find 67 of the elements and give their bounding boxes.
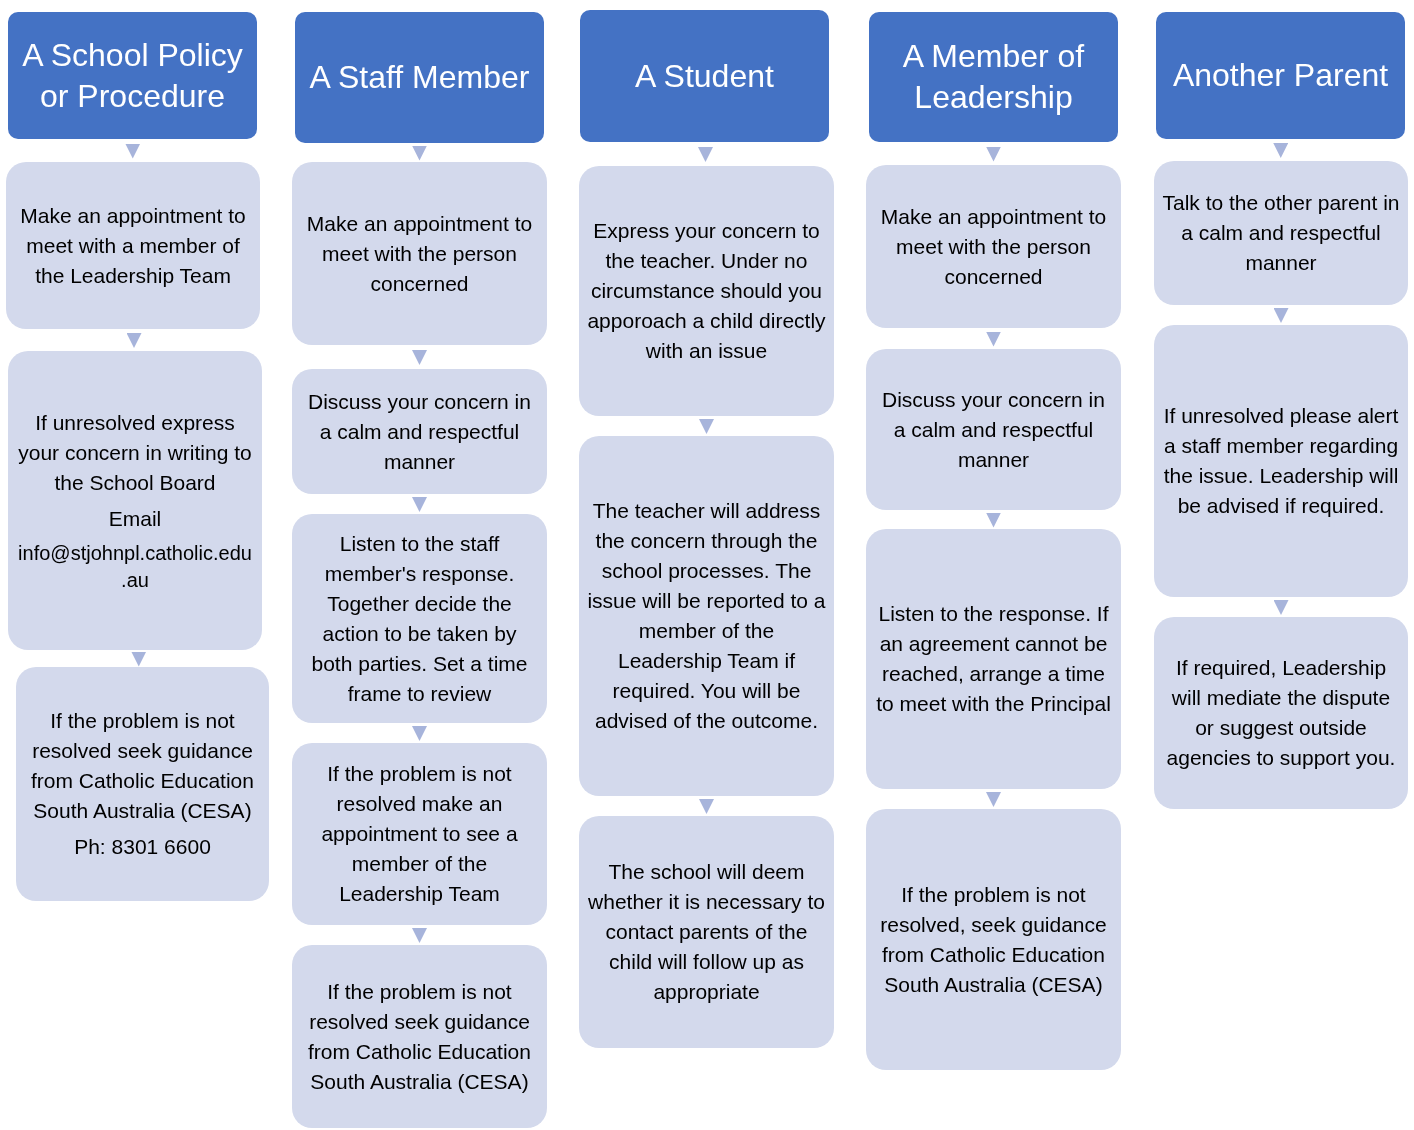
step-box: [866, 349, 1121, 510]
header-box: [869, 12, 1118, 142]
step-box: [292, 743, 547, 925]
step-box: [866, 529, 1121, 789]
arrow: [986, 792, 1001, 807]
arrow: [698, 147, 713, 162]
arrow: [131, 651, 147, 667]
step-text: Discuss your concern in a calm and respectful manner: [307, 388, 532, 475]
step-text: If the problem is not resolved seek guidance from Catholic Education South Australia (CESA): [30, 708, 255, 824]
arrow: [986, 331, 1001, 347]
step-text: Make an appointment to meet with the person concerned: [305, 210, 534, 297]
step-box: [292, 162, 547, 345]
step-text: If required, Leadership will mediate the dispute or suggest outside agencies to support you.: [1165, 655, 1397, 771]
step-box: [579, 816, 834, 1048]
step-text: Email: [108, 505, 162, 532]
step-box: [6, 162, 260, 329]
arrow: [699, 799, 714, 814]
step-text: Discuss your concern in a calm and respectful manner: [881, 386, 1106, 473]
arrow: [986, 512, 1001, 528]
step-text: Ph: 8301 6600: [74, 834, 211, 860]
arrow: [1273, 600, 1289, 615]
step-text: info@stjohnpl.catholic.edu.au: [17, 540, 253, 593]
step-box: [579, 436, 834, 796]
step-text: Listen to the staff member's response. Together decide the action to be taken by both parties. Set a time frame to review: [310, 530, 529, 707]
arrow: [699, 419, 714, 434]
step-text: Make an appointment to meet with the person concerned: [879, 203, 1108, 290]
arrow: [412, 497, 427, 512]
step-box: [292, 369, 547, 494]
step-box: [1154, 617, 1408, 809]
header-text: Another Parent: [1172, 56, 1389, 95]
arrow: [986, 146, 1001, 162]
arrow: [126, 333, 142, 348]
step-text: The teacher will address the concern through the school processes. The issue will be reported to a member of the Leadership Team if required. You will be advised of the outcome.: [587, 498, 826, 734]
header-box: [8, 12, 257, 139]
arrow: [412, 145, 427, 161]
step-box: [866, 809, 1121, 1070]
step-text: If the problem is not resolved, seek guidance from Catholic Education South Australia (CESA): [879, 881, 1108, 998]
arrow: [1273, 143, 1289, 158]
step-text: Express your concern to the teacher. Under no circumstance should you apporoach a child directly with an issue: [587, 218, 826, 364]
step-box: [1154, 161, 1408, 305]
step-box: [579, 166, 834, 416]
step-box: [8, 351, 262, 650]
step-text: The school will deem whether it is necessary to contact parents of the child will follow up as appropriate: [587, 859, 826, 1005]
arrow: [412, 350, 427, 365]
header-text: A Staff Member: [309, 58, 530, 97]
step-text: If the problem is not resolved seek guidance from Catholic Education South Australia (CESA): [307, 978, 532, 1095]
step-box: [16, 667, 269, 901]
step-text: Listen to the response. If an agreement cannot be reached, arrange a time to meet with the Principal: [875, 601, 1112, 717]
arrow: [1273, 308, 1289, 323]
header-box: [295, 12, 544, 143]
arrow: [125, 143, 141, 159]
step-text: If the problem is not resolved make an appointment to see a member of the Leadership Team: [320, 761, 519, 907]
header-box: [580, 10, 829, 142]
step-box: [292, 514, 547, 723]
header-text: A School Policy or Procedure: [21, 35, 244, 116]
step-box: [1154, 325, 1408, 597]
header-box: [1156, 12, 1405, 139]
step-text: If unresolved please alert a staff member regarding the issue. Leadership will be advised if required.: [1162, 403, 1400, 519]
step-text: If unresolved express your concern in writing to the School Board: [17, 409, 253, 496]
step-box: [866, 165, 1121, 328]
step-text: Make an appointment to meet with a member of the Leadership Team: [19, 202, 247, 289]
step-text: Talk to the other parent in a calm and respectful manner: [1162, 190, 1400, 276]
header-text: A Student: [635, 56, 774, 96]
header-text: A Member of Leadership: [901, 37, 1086, 117]
step-box: [292, 945, 547, 1128]
arrow: [412, 726, 427, 741]
arrow: [412, 928, 427, 943]
